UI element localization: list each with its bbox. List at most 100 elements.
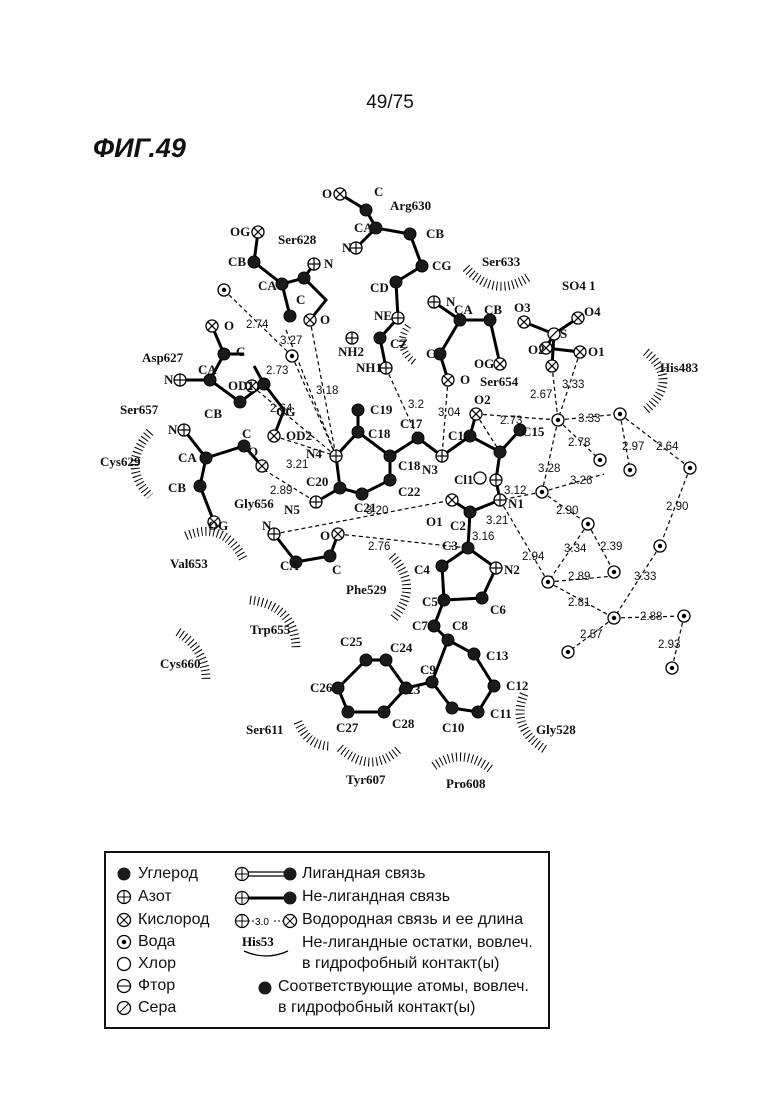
atom-label: C11 bbox=[490, 706, 512, 721]
atom-label: C bbox=[242, 426, 251, 441]
residue-label: Pro608 bbox=[446, 776, 486, 791]
atom-label: O4 bbox=[584, 304, 601, 319]
residue-label: Val653 bbox=[170, 556, 208, 571]
atom-label: C15 bbox=[522, 424, 545, 439]
atom-label: CD bbox=[370, 280, 389, 295]
residue-label: Gly528 bbox=[536, 722, 576, 737]
residue-label: Ser657 bbox=[120, 402, 159, 417]
atom-label: OG bbox=[474, 356, 494, 371]
atom-label: C18 bbox=[398, 458, 421, 473]
fluorine-icon bbox=[116, 978, 132, 994]
atom-label: CG bbox=[432, 258, 452, 273]
atom-label: N bbox=[164, 372, 174, 387]
hydrogen-bond-icon: 3.0 bbox=[234, 912, 298, 930]
atom-label: CA bbox=[198, 362, 217, 377]
hbond-distance: 3.04 bbox=[438, 407, 461, 419]
atom-label: C22 bbox=[398, 484, 420, 499]
hbond-distance: 3.26 bbox=[570, 475, 592, 487]
carbon-icon bbox=[116, 866, 132, 882]
legend-hbond: Водородная связь и ее длина bbox=[302, 911, 523, 929]
atom-label: C13 bbox=[486, 648, 509, 663]
hbond-sample-length: 3.0 bbox=[255, 917, 269, 928]
hbond-distance: 2.73 bbox=[500, 415, 522, 427]
atom-label: CA bbox=[258, 278, 277, 293]
atom-label: C25 bbox=[340, 634, 363, 649]
legend-corresponding-line1: Соответствующие атомы, вовлеч. bbox=[278, 978, 529, 996]
hbond-distance: 2.89 bbox=[568, 571, 590, 583]
atom-label: C18 bbox=[368, 426, 391, 441]
atom-label: C26 bbox=[310, 680, 333, 695]
atom-label: C bbox=[296, 292, 305, 307]
residue-label: Gly656 bbox=[234, 496, 274, 511]
atom-label: N5 bbox=[284, 502, 300, 517]
residue-label: Cys629 bbox=[100, 454, 141, 469]
hbond-distance: 3.21 bbox=[286, 459, 308, 471]
hydrophobic-residue-icon: His53 bbox=[238, 933, 298, 963]
atom-label: C28 bbox=[392, 716, 415, 731]
atom-label: N bbox=[262, 518, 272, 533]
atom-label: O bbox=[224, 318, 234, 333]
atom-label: OD1 bbox=[228, 378, 254, 393]
hbond-distance: 3.28 bbox=[538, 463, 560, 475]
atom-label: N bbox=[324, 256, 334, 271]
atom-label: C5 bbox=[422, 594, 438, 609]
atom-label: CB bbox=[484, 302, 502, 317]
atom-label: O2 bbox=[528, 342, 545, 357]
atom-label: C4 bbox=[414, 562, 430, 577]
legend-sulfur: Сера bbox=[138, 999, 176, 1017]
hbond-distance: 2.93 bbox=[658, 639, 680, 651]
atom-label: C3 bbox=[442, 538, 458, 553]
hbond-distance: 2.67 bbox=[530, 389, 552, 401]
atom-label: CA bbox=[280, 558, 299, 573]
residue-label: Cys660 bbox=[160, 656, 200, 671]
legend-chlorine: Хлор bbox=[138, 955, 176, 973]
residue-label: Ser654 bbox=[480, 374, 519, 389]
atom-label: CA bbox=[454, 302, 473, 317]
atom-label: N4 bbox=[306, 446, 322, 461]
atom-label: C17 bbox=[400, 416, 423, 431]
atom-label: O bbox=[320, 312, 330, 327]
hbond-distance: 3.2 bbox=[408, 399, 424, 411]
atom-label: O bbox=[248, 444, 258, 459]
hbond-distance: 3.33 bbox=[578, 413, 600, 425]
hbond-distance: 3.33 bbox=[634, 571, 656, 583]
hbond-distance: 2.88 bbox=[640, 611, 662, 623]
atom-label: OG bbox=[208, 518, 228, 533]
legend-hydrophobic-line2: в гидрофобный контакт(ы) bbox=[302, 955, 499, 973]
atom-label: C10 bbox=[442, 720, 464, 735]
legend-hydrophobic-line1: Не-лигандные остатки, вовлеч. bbox=[302, 934, 533, 952]
atom-label: C bbox=[332, 562, 341, 577]
atom-label: C bbox=[236, 344, 245, 359]
hbond-distance: 3.20 bbox=[366, 505, 388, 517]
nitrogen-icon bbox=[116, 889, 132, 905]
hbond-distance: 2.90 bbox=[556, 505, 578, 517]
atom-label: CB bbox=[426, 226, 444, 241]
atom-label: O bbox=[320, 528, 330, 543]
water-icon bbox=[116, 934, 132, 950]
atom-label: C7 bbox=[412, 618, 428, 633]
hbond-distance: 3.16 bbox=[472, 531, 494, 543]
atom-label: OD2 bbox=[286, 428, 312, 443]
ligand-bonds bbox=[316, 410, 520, 712]
hbond-distance: 2.57 bbox=[580, 629, 602, 641]
atom-label: O2 bbox=[474, 392, 491, 407]
atom-label: C bbox=[374, 184, 383, 199]
atom-label: CA bbox=[354, 220, 373, 235]
atom-label: O3 bbox=[514, 300, 531, 315]
chlorine-icon bbox=[116, 956, 132, 972]
atom-label: OG bbox=[230, 224, 250, 239]
atom-label: NE bbox=[374, 308, 392, 323]
atom-label: C16 bbox=[448, 428, 471, 443]
hbond-distance: 3.27 bbox=[280, 335, 302, 347]
hbond-distance: 2.97 bbox=[622, 441, 644, 453]
residue-label: Phe529 bbox=[346, 582, 387, 597]
atom-label: NH1 bbox=[356, 360, 382, 375]
residue-label: Ser633 bbox=[482, 254, 521, 269]
atom-label: N3 bbox=[422, 462, 438, 477]
atom-label: C6 bbox=[490, 602, 506, 617]
hbond-distance: 3.33 bbox=[562, 379, 584, 391]
residue-label: Trp655 bbox=[250, 622, 291, 637]
legend-box: Углерод Азот Кислород Вода Хлор Фтор Сер… bbox=[104, 851, 550, 1029]
residue-label: His483 bbox=[660, 360, 699, 375]
atom-label: CB bbox=[228, 254, 246, 269]
